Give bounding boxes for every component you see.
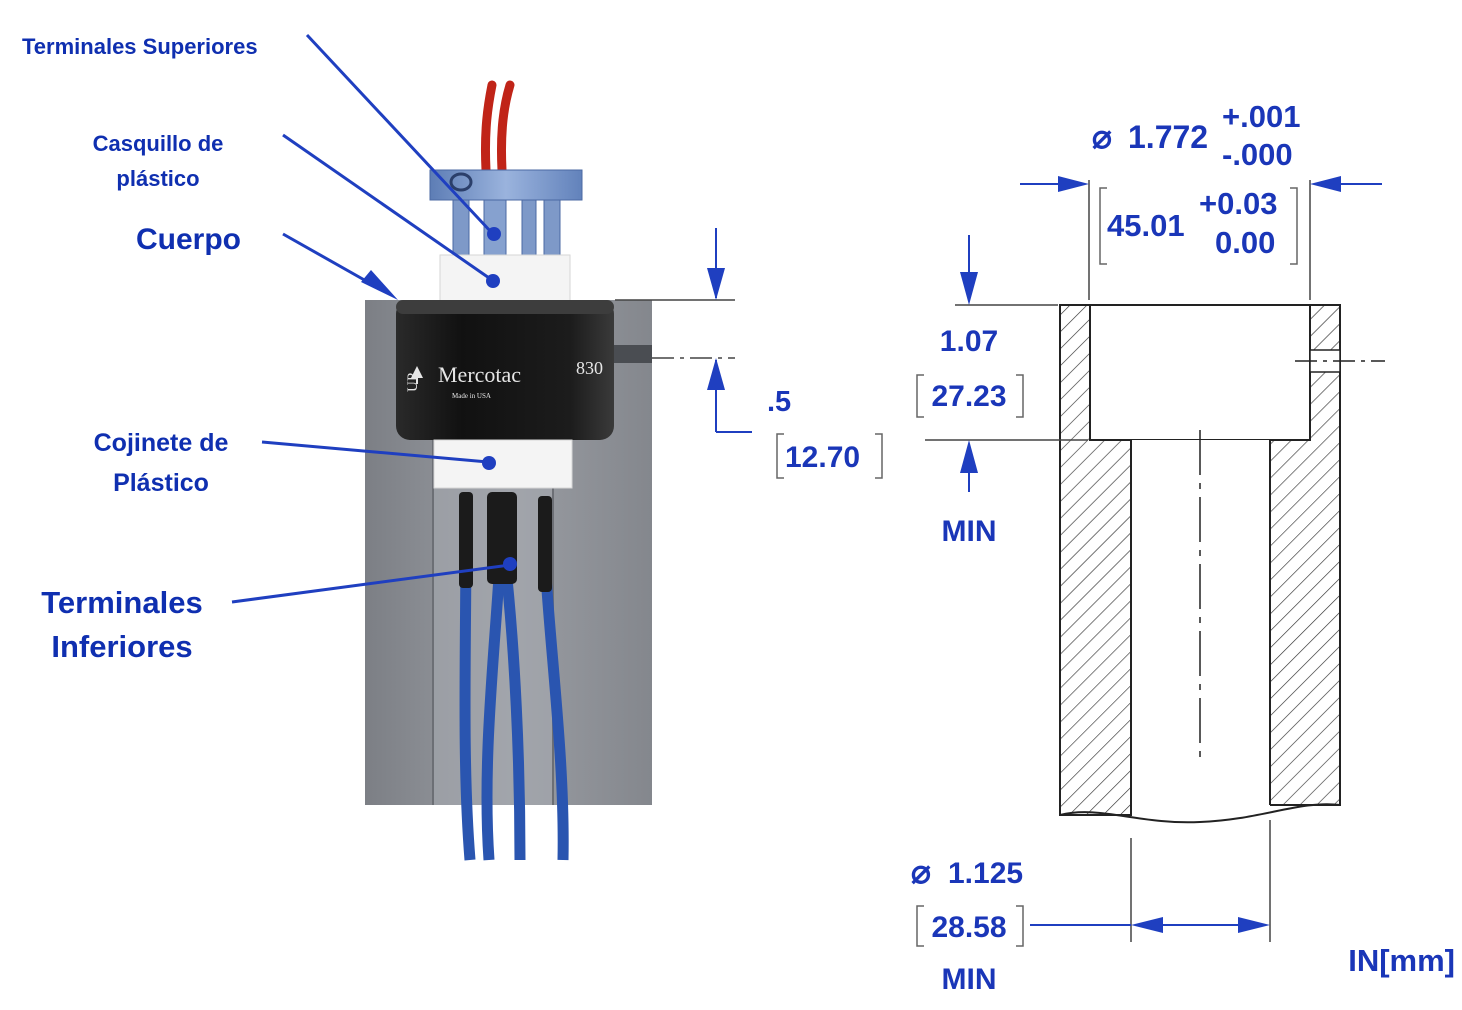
arrow-right-icon <box>1058 176 1089 192</box>
bottom-wires <box>459 492 569 861</box>
arrow-up-icon <box>707 358 725 390</box>
bore-diameter-dimension <box>1020 180 1382 300</box>
label-bottom-terminals: Terminales <box>41 585 202 620</box>
bore-tol-plus-mm: +0.03 <box>1199 186 1277 221</box>
bracket <box>776 433 883 479</box>
bore-section-view <box>1059 304 1385 824</box>
label-body: Cuerpo <box>136 223 241 256</box>
bracket <box>916 905 1024 947</box>
arrow-left-icon <box>1131 917 1163 933</box>
plastic-bearing <box>433 439 573 489</box>
plastic-bushing <box>439 254 571 308</box>
label-plastic-sleeve: Casquillo de <box>93 131 224 156</box>
offset-mm: 12.70 <box>785 441 860 474</box>
depth-min: MIN <box>942 515 997 548</box>
hole-min: MIN <box>942 963 997 996</box>
callout-leaders <box>231 33 511 604</box>
arrow-down-icon <box>960 272 978 305</box>
depth-in: 1.07 <box>940 325 998 358</box>
callout-dot <box>487 227 501 241</box>
bracket <box>1099 187 1298 265</box>
bore-tol-plus-in: +.001 <box>1222 99 1300 134</box>
arrow-up-icon <box>960 440 978 473</box>
model-number: 830 <box>576 358 603 378</box>
label-bottom-terminals-2: Inferiores <box>51 629 192 664</box>
hole-diameter-in: 1.125 <box>948 857 1023 890</box>
bracket <box>916 374 1024 418</box>
callout-dot <box>486 274 500 288</box>
bore-diameter-in: 1.772 <box>1128 119 1208 155</box>
label-plastic-bearing: Cojinete de <box>94 429 229 457</box>
slip-ring-body: UP Mercotac Made in USA 830 <box>396 300 652 440</box>
diameter-symbol: ⌀ <box>1092 118 1112 155</box>
up-mark: UP <box>405 373 421 392</box>
arrow-down-icon <box>707 268 725 300</box>
bore-diameter-mm: 45.01 <box>1107 208 1185 243</box>
label-plastic-sleeve-2: plástico <box>116 166 199 191</box>
red-wire <box>480 80 497 175</box>
bore-tol-minus-mm: 0.00 <box>1215 225 1275 260</box>
callout-dot <box>503 557 517 571</box>
red-wire <box>496 80 515 175</box>
up-arrow-icon <box>411 366 423 378</box>
diameter-symbol: ⌀ <box>911 853 931 890</box>
offset-in: .5 <box>767 386 791 418</box>
depth-mm: 27.23 <box>931 380 1006 413</box>
arrow-right-icon <box>1238 917 1270 933</box>
arrow-left-icon <box>1310 176 1341 192</box>
body-arrow-icon <box>361 270 398 300</box>
hole-diameter-dimension <box>1030 820 1271 942</box>
callout-dot <box>482 456 496 470</box>
units-label: IN[mm] <box>1348 943 1455 978</box>
label-top-terminals: Terminales Superiores <box>22 34 258 59</box>
made-in-text: Made in USA <box>452 392 491 400</box>
label-plastic-bearing-2: Plástico <box>113 469 209 497</box>
top-terminal-block <box>429 169 583 256</box>
brand-logo: Mercotac <box>438 362 521 387</box>
bore-tol-minus-in: -.000 <box>1222 137 1293 172</box>
depth-dimension <box>925 235 1088 492</box>
hole-diameter-mm: 28.58 <box>931 911 1006 944</box>
slip-ring-illustration: UP Mercotac Made in USA 830 <box>365 80 652 861</box>
